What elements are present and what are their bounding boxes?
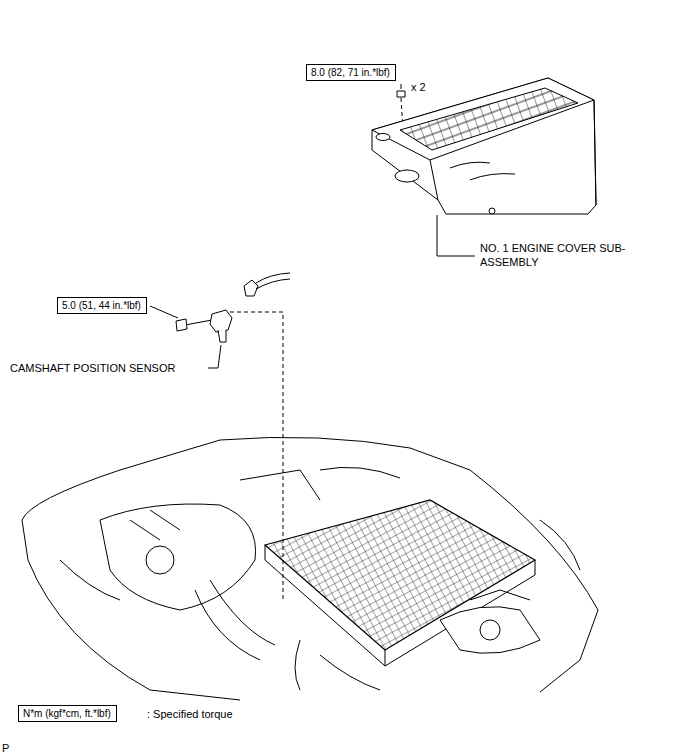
- drawing-part: [176, 319, 187, 331]
- drawing-part: [218, 330, 226, 342]
- drawing-part: [430, 100, 596, 205]
- drawing-part: [397, 91, 405, 97]
- drawing-part: [100, 504, 256, 610]
- drawing-part: [256, 279, 290, 289]
- drawing-part: [244, 280, 258, 296]
- drawing-part: [195, 580, 275, 660]
- torque-value: 8.0 (82, 71 in.*lbf): [311, 67, 390, 78]
- drawing-part: [60, 520, 580, 600]
- torque-box: 8.0 (82, 71 in.*lbf): [306, 64, 396, 81]
- drawing-part: [372, 78, 594, 160]
- drawing-part: [240, 467, 400, 500]
- drawing-part: [130, 510, 180, 540]
- quantity-label: x 2: [411, 80, 426, 94]
- torque-leaders: [150, 84, 405, 318]
- drawing-part: [150, 306, 178, 318]
- drawing-part: [208, 345, 221, 368]
- drawing-part: [480, 620, 500, 640]
- drawing-part: [450, 162, 515, 180]
- cover-leader: [437, 215, 475, 256]
- drawing-part: [401, 84, 402, 89]
- drawing-part: [437, 215, 475, 256]
- drawing-part: [440, 607, 540, 654]
- drawing-part: [400, 88, 578, 150]
- legend-box: N*m (kgf*cm, ft.*lbf): [18, 705, 117, 722]
- torque-value: 5.0 (51, 44 in.*lbf): [62, 300, 141, 311]
- torque-box: 5.0 (51, 44 in.*lbf): [57, 297, 147, 314]
- drawing-part: [185, 320, 212, 325]
- page-mark: P: [2, 741, 9, 755]
- legend-text: : Specified torque: [147, 707, 233, 721]
- engine-bay: [22, 437, 598, 700]
- drawing-part: [146, 546, 174, 574]
- drawing-part: [489, 208, 495, 214]
- drawing-part: [376, 134, 390, 141]
- drawing-part: [395, 170, 419, 182]
- drawing-part: [470, 590, 530, 600]
- part-name: NO. 1 ENGINE COVER SUB-ASSEMBLY: [480, 241, 630, 269]
- drawing-part: [295, 640, 380, 690]
- drawing-part: [372, 78, 596, 214]
- torque-value: N*m (kgf*cm, ft.*lbf): [23, 708, 111, 719]
- drawing-part: [210, 310, 232, 332]
- engine-cover: [372, 78, 596, 214]
- part-name: CAMSHAFT POSITION SENSOR: [10, 361, 175, 375]
